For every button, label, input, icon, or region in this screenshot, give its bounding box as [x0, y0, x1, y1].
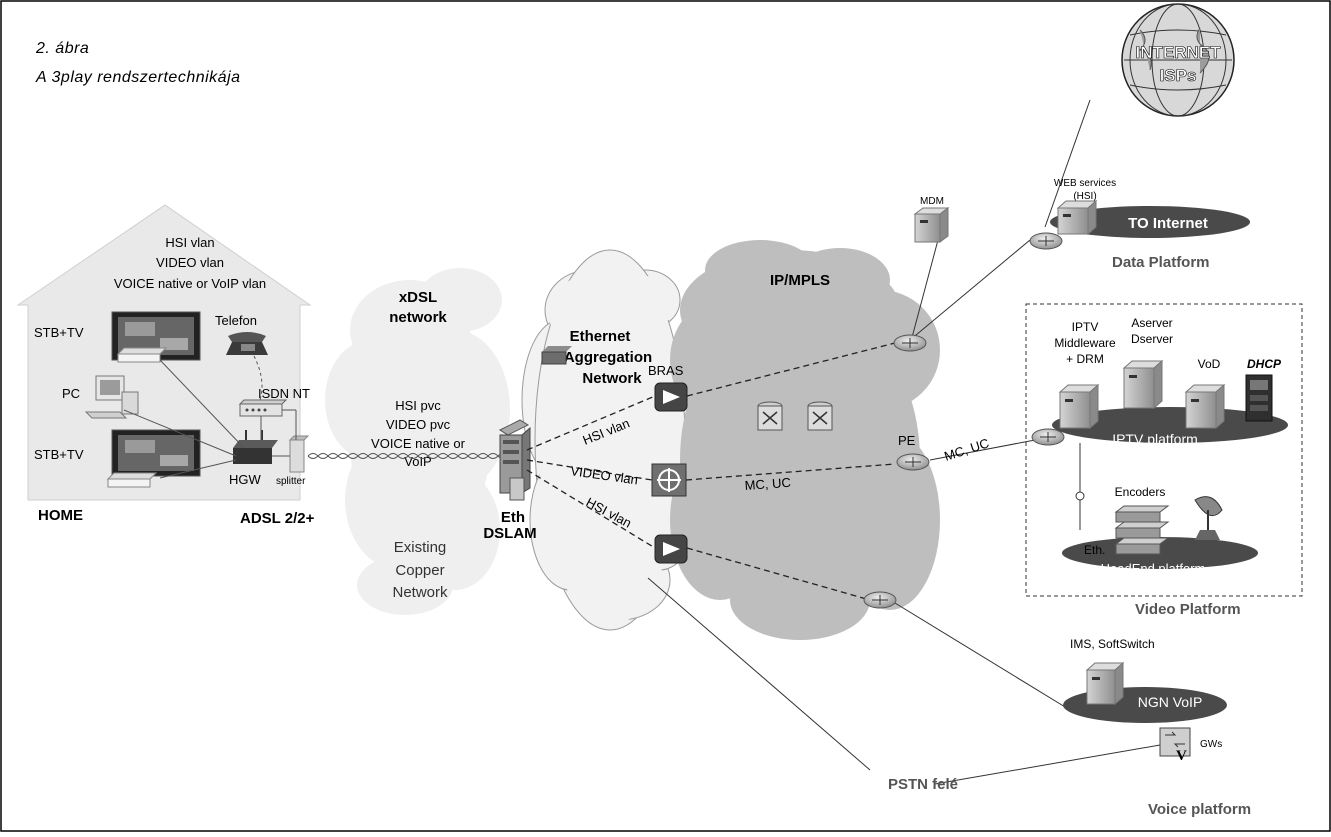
softswitch-server-icon — [1085, 661, 1125, 706]
encoder-stack-icon — [1114, 505, 1170, 555]
pvc-video: VIDEO pvc — [386, 417, 451, 432]
to-internet-label: TO Internet — [1128, 215, 1208, 232]
adsl-label: ADSL 2/2+ — [240, 510, 315, 527]
gateway-icon: V — [1159, 727, 1191, 764]
home-vlan-voice: VOICE native or VoIP vlan — [114, 276, 266, 291]
mdm-label: MDM — [920, 196, 944, 207]
ims-softswitch-label: IMS, SoftSwitch — [1070, 637, 1155, 651]
video-platform-box — [1025, 303, 1303, 597]
aggregation-title-2: Aggregation — [564, 349, 652, 366]
gws-label: GWs — [1200, 739, 1222, 750]
iptv-platform — [1052, 407, 1288, 443]
xdsl-title: xDSL — [399, 289, 437, 306]
aserver-icon — [1122, 359, 1164, 410]
internet-label: INTERNET — [1136, 43, 1222, 62]
aggregation-title-1: Ethernet — [570, 328, 631, 345]
pstn-label: PSTN felé — [888, 776, 958, 793]
dashed-links — [526, 342, 896, 601]
dslam-eth-label: Eth — [501, 509, 525, 526]
svg-text:V: V — [1176, 748, 1187, 764]
voice-platform-title: Voice platform — [1148, 801, 1251, 818]
web-services-label: WEB services — [1054, 178, 1116, 189]
headend-label: HeadEnd platform — [1101, 561, 1206, 576]
copper-line2: Copper — [395, 562, 444, 579]
to-internet-platform — [1050, 206, 1250, 238]
mc-uc-inner-label: MC, UC — [744, 475, 791, 493]
satellite-dish-icon — [1194, 496, 1223, 540]
bras-label: BRAS — [648, 363, 684, 378]
splitter-label: splitter — [276, 476, 306, 487]
xdsl-cloud — [325, 268, 510, 615]
router-icon — [863, 591, 897, 609]
aggregation-cloud-fill — [538, 254, 682, 626]
home-label: HOME — [38, 507, 83, 524]
dslam-label: DSLAM — [483, 525, 536, 542]
dslam-icon — [498, 419, 531, 501]
router-icon — [1031, 428, 1065, 446]
vod-label: VoD — [1198, 357, 1221, 371]
core-switch-icon — [807, 401, 833, 431]
hgw-router-icon — [233, 430, 278, 464]
router-icon — [893, 334, 927, 352]
ipmpls-cloud — [670, 240, 940, 640]
internet-globe-icon — [1121, 3, 1235, 117]
aserver-label: Aserver — [1131, 316, 1172, 330]
web-hsi-label: (HSI) — [1073, 191, 1096, 202]
iptv-mw-line2: Middleware — [1054, 336, 1116, 350]
mdm-server-icon — [913, 207, 950, 243]
web-server-icon — [1056, 199, 1098, 236]
aggregation-title-3: Network — [582, 370, 642, 387]
pvc-hsi: HSI pvc — [395, 398, 441, 413]
middleware-server-icon — [1058, 383, 1100, 430]
pe-router-icon — [896, 453, 930, 471]
video-platform-title: Video Platform — [1135, 601, 1241, 618]
isdn-nt-label: ISDN NT — [258, 386, 310, 401]
iptv-platform-label: IPTV platform — [1112, 431, 1198, 447]
stb-tv-top-label: STB+TV — [34, 325, 84, 340]
telephone-icon — [226, 332, 268, 355]
home-vlan-video: VIDEO vlan — [156, 255, 224, 270]
headend-link-node — [1075, 491, 1085, 501]
dhcp-label: DHCP — [1247, 357, 1282, 371]
hgw-label: HGW — [229, 472, 262, 487]
data-platform-title: Data Platform — [1112, 254, 1210, 271]
encoders-label: Encoders — [1115, 485, 1166, 499]
isdn-nt-icon — [238, 399, 288, 417]
copper-twisted-pair — [307, 453, 509, 459]
home-vlan-hsi: HSI vlan — [165, 235, 214, 250]
video-switch-icon — [651, 463, 687, 497]
telefon-label: Telefon — [215, 313, 257, 328]
bras-lower-icon — [654, 534, 688, 564]
figure-number: 2. ábra — [35, 40, 89, 57]
figure-title: A 3play rendszertechnikája — [35, 69, 241, 86]
dserver-label: Dserver — [1131, 332, 1173, 346]
solid-links — [647, 99, 1161, 785]
iptv-mw-line3: + DRM — [1066, 352, 1104, 366]
iptv-mw-line1: IPTV — [1072, 320, 1099, 334]
copper-line3: Network — [392, 584, 448, 601]
stb-tv-bottom-label: STB+TV — [34, 447, 84, 462]
copper-line1: Existing — [394, 539, 447, 556]
eth-label: Eth. — [1084, 543, 1105, 557]
vod-server-icon — [1184, 383, 1226, 430]
ngn-voip-label: NGN VoIP — [1138, 694, 1203, 710]
xdsl-subtitle: network — [389, 309, 447, 326]
stb-icon — [116, 347, 168, 363]
home-links — [123, 355, 297, 479]
tv-icon — [111, 429, 201, 477]
aggregation-switch-icon — [541, 346, 572, 365]
bras-icon — [654, 382, 688, 412]
pe-label: PE — [898, 433, 916, 448]
pc-label: PC — [62, 386, 80, 401]
core-switch-icon — [757, 401, 783, 431]
router-icon — [1029, 232, 1063, 250]
pc-icon — [84, 375, 139, 419]
isps-label: ISPs — [1160, 66, 1197, 85]
stb-icon — [106, 472, 158, 488]
dhcp-server-icon — [1245, 374, 1273, 422]
ipmpls-title: IP/MPLS — [770, 272, 830, 289]
pvc-voice: VOICE native or — [371, 436, 466, 451]
